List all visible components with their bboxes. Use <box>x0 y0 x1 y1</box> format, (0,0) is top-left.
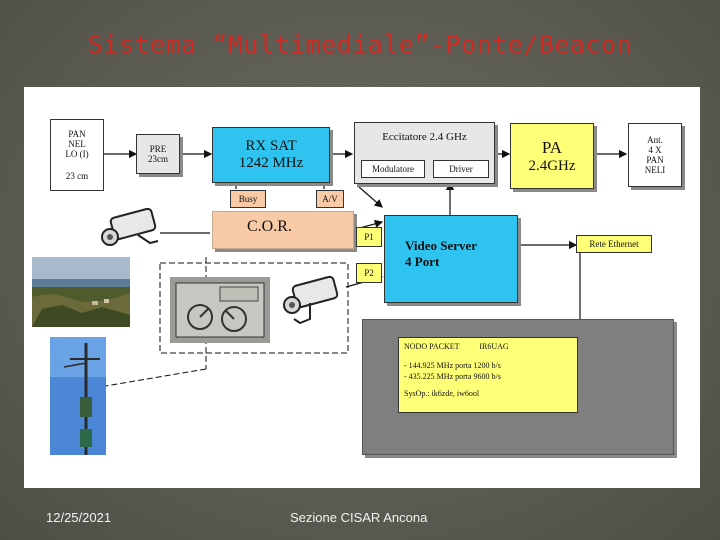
busy-label: Busy <box>238 194 258 204</box>
port-p1-box: P1 <box>356 227 382 247</box>
nodo-packet-card: NODO PACKET IR6UAG - 144.925 MHz porta 1… <box>398 337 578 413</box>
antenna-line-4: NELI <box>644 165 666 175</box>
driver-label: Driver <box>449 164 473 174</box>
pan-lo-line-4: 23 cm <box>65 171 89 181</box>
driver-box: Driver <box>433 160 489 178</box>
av-label: A/V <box>322 194 338 204</box>
antenna-line-2: 4 X <box>648 145 662 155</box>
nodo-packet-callsign: IR6UAG <box>479 342 509 351</box>
av-box: A/V <box>316 190 344 208</box>
landscape-photo <box>32 257 130 327</box>
pa-block: PA 2.4GHz <box>510 123 594 189</box>
cor-label: C.O.R. <box>247 218 292 235</box>
pre-line-2: 23cm <box>148 154 168 164</box>
pan-lo-line-2: NEL <box>68 139 86 149</box>
antenna-block: Ant. 4 X PAN NELI <box>628 123 682 187</box>
antenna-line-3: PAN <box>646 155 664 165</box>
rx-sat-block: RX SAT 1242 MHz <box>212 127 330 183</box>
p2-label: P2 <box>364 268 374 278</box>
pan-lo-line-1: PAN <box>68 129 86 139</box>
pan-lo-antenna-box: PAN NEL LO (I) 23 cm <box>50 119 104 191</box>
rete-ethernet-box: Rete Ethernet <box>576 235 652 253</box>
antenna-line-1: Ant. <box>647 135 663 145</box>
eccitatore-block: Eccitatore 2.4 GHz Modulatore Driver <box>354 122 495 184</box>
video-server-line-2: 4 Port <box>405 254 440 269</box>
meter-display-photo <box>170 277 270 343</box>
video-server-label: Video Server 4 Port <box>405 238 477 270</box>
video-camera-icon <box>283 275 339 325</box>
modulatore-box: Modulatore <box>361 160 425 178</box>
eccitatore-label: Eccitatore 2.4 GHz <box>382 131 467 143</box>
nodo-packet-title: NODO PACKET <box>404 342 460 351</box>
video-server-block: Video Server 4 Port <box>384 215 518 303</box>
slide-title: Sistema “Multimediale”-Ponte/Beacon <box>87 30 633 59</box>
rx-sat-line-2: 1242 MHz <box>238 155 304 171</box>
pa-line-2: 2.4GHz <box>528 157 576 174</box>
pa-line-1: PA <box>541 137 563 157</box>
port-p2-box: P2 <box>356 263 382 283</box>
video-camera-icon <box>101 207 159 246</box>
pre-amplifier-box: PRE 23cm <box>136 134 180 174</box>
nodo-packet-line-2: 435.225 MHz porta 9600 b/s <box>408 372 501 381</box>
footer-date: 12/25/2021 <box>46 510 112 525</box>
pre-line-1: PRE <box>149 144 167 154</box>
antenna-mast-photo <box>50 337 106 455</box>
diagram-panel: PAN NEL LO (I) 23 cm PRE 23cm RX SAT 124… <box>24 87 700 488</box>
modulatore-label: Modulatore <box>372 164 414 174</box>
video-server-line-1: Video Server <box>405 238 478 253</box>
nodo-packet-sysop: SysOp.: ik6zde, iw6ool <box>404 389 480 398</box>
footer-organization: Sezione CISAR Ancona <box>290 510 428 525</box>
rx-sat-line-1: RX SAT <box>245 138 297 154</box>
cor-block: C.O.R. <box>212 211 354 249</box>
pan-lo-line-3: LO (I) <box>65 149 89 159</box>
busy-box: Busy <box>230 190 266 208</box>
rete-ethernet-label: Rete Ethernet <box>589 239 639 249</box>
p1-label: P1 <box>364 232 374 242</box>
nodo-packet-line-1: 144.925 MHz porta 1200 b/s <box>408 361 501 370</box>
